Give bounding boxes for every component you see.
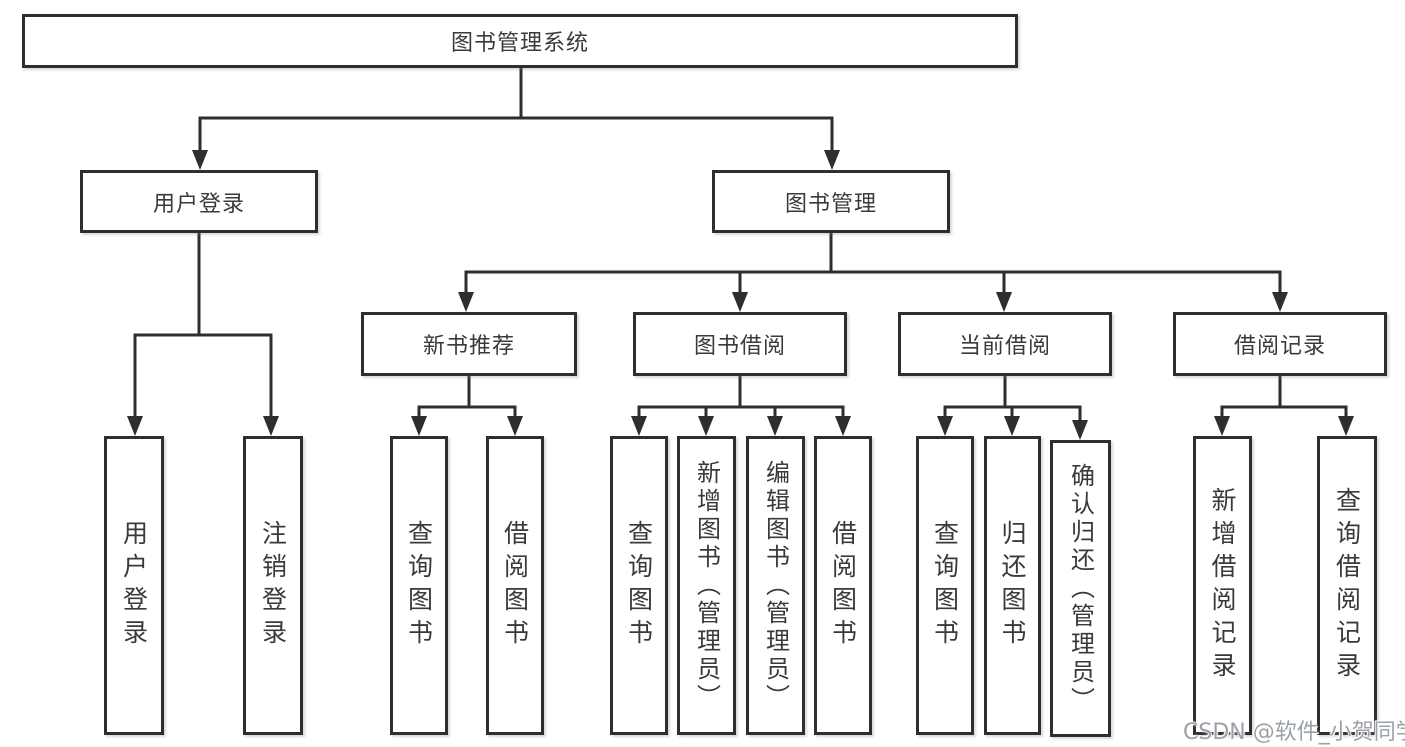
arrow-icon [127, 416, 143, 436]
arrow-icon [631, 416, 647, 436]
arrowheads [127, 150, 1354, 440]
node-query-books-3-label: 查询图书 [930, 519, 960, 652]
node-borrow-books-2-label: 借阅图书 [828, 519, 858, 652]
node-book-management: 图书管理 [712, 170, 950, 233]
node-query-books-1: 查询图书 [390, 436, 448, 735]
node-borrow-records: 借阅记录 [1173, 312, 1387, 376]
node-book-borrow-label: 图书借阅 [693, 334, 786, 359]
connector-borrow-records [1220, 374, 1348, 420]
connector-new-book [417, 374, 517, 420]
node-library-system-label: 图书管理系统 [450, 31, 589, 56]
arrow-icon [263, 416, 279, 436]
arrow-icon [1072, 420, 1088, 440]
arrow-icon [824, 150, 840, 170]
arrow-icon [732, 292, 748, 312]
node-library-system: 图书管理系统 [22, 14, 1018, 68]
node-book-borrow: 图书借阅 [633, 312, 847, 376]
node-edit-book-admin: 编辑图书（管理员） [746, 436, 805, 735]
arrow-icon [507, 416, 523, 436]
node-query-books-1-label: 查询图书 [404, 519, 434, 652]
connector-book-management [464, 231, 1282, 296]
node-query-borrow-record: 查询借阅记录 [1317, 436, 1377, 735]
node-current-borrow-label: 当前借阅 [958, 334, 1051, 359]
node-add-book-admin-label: 新增图书（管理员） [692, 459, 721, 712]
arrow-icon [937, 416, 953, 436]
node-logout: 注销登录 [243, 436, 303, 735]
arrow-icon [192, 150, 208, 170]
node-logout-label: 注销登录 [258, 519, 288, 652]
node-query-books-3: 查询图书 [916, 436, 974, 735]
node-edit-book-admin-label: 编辑图书（管理员） [761, 459, 790, 712]
arrow-icon [698, 416, 714, 436]
node-return-books: 归还图书 [984, 436, 1041, 735]
arrow-icon [767, 416, 783, 436]
connector-user-login [133, 231, 273, 420]
node-user-login-leaf-label: 用户登录 [119, 519, 149, 652]
node-return-books-label: 归还图书 [998, 519, 1027, 652]
node-add-book-admin: 新增图书（管理员） [677, 436, 736, 735]
node-user-login: 用户登录 [80, 170, 318, 233]
node-confirm-return-admin: 确认归还（管理员） [1050, 440, 1111, 737]
node-book-management-label: 图书管理 [784, 191, 877, 217]
node-borrow-books-2: 借阅图书 [814, 436, 872, 735]
arrow-icon [996, 292, 1012, 312]
arrow-icon [1004, 416, 1020, 436]
arrow-icon [1272, 292, 1288, 312]
node-query-books-2: 查询图书 [610, 436, 668, 735]
node-user-login-leaf: 用户登录 [104, 436, 164, 735]
node-borrow-records-label: 借阅记录 [1233, 334, 1326, 359]
node-new-book-recommend: 新书推荐 [361, 312, 577, 376]
arrow-icon [1338, 416, 1354, 436]
connector-current-borrow [943, 374, 1082, 424]
node-current-borrow: 当前借阅 [898, 312, 1112, 376]
node-add-borrow-record-label: 新增借阅记录 [1208, 486, 1237, 685]
connector-root [198, 66, 834, 154]
arrow-icon [458, 292, 474, 312]
node-user-login-label: 用户登录 [152, 191, 245, 217]
arrow-icon [1214, 416, 1230, 436]
csdn-watermark: CSDN @软件_小贺同学 [1183, 720, 1405, 745]
node-confirm-return-admin-label: 确认归还（管理员） [1066, 462, 1095, 715]
arrow-icon [411, 416, 427, 436]
node-new-book-recommend-label: 新书推荐 [422, 334, 515, 359]
node-query-borrow-record-label: 查询借阅记录 [1332, 486, 1362, 685]
arrow-icon [835, 416, 851, 436]
node-borrow-books-1: 借阅图书 [486, 436, 544, 735]
connector-book-borrow [637, 374, 845, 420]
node-borrow-books-1-label: 借阅图书 [500, 519, 530, 652]
node-query-books-2-label: 查询图书 [624, 519, 654, 652]
node-add-borrow-record: 新增借阅记录 [1193, 436, 1252, 735]
